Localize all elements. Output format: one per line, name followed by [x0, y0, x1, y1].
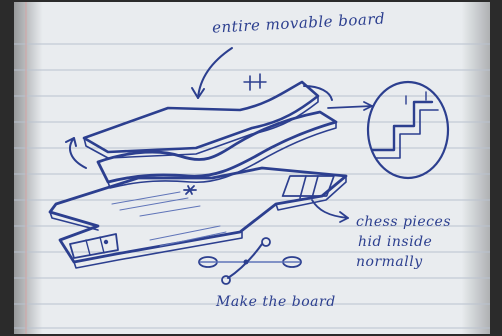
annotation-right-line-3: normally [356, 254, 423, 270]
annotation-right-line-1: chess pieces [356, 214, 451, 230]
annotation-right-line-2: hid inside [358, 234, 432, 250]
annotation-bottom: Make the board [215, 294, 336, 310]
